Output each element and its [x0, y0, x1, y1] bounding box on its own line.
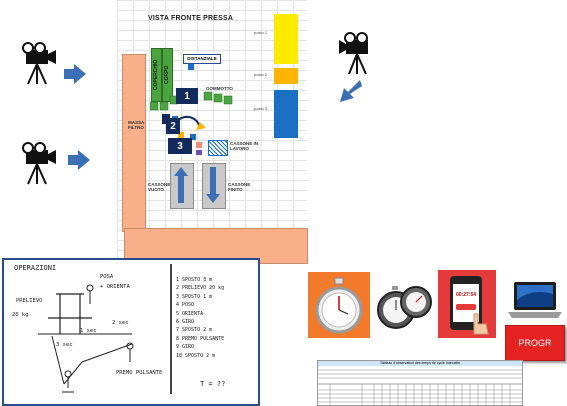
video-camera-icon — [22, 42, 56, 85]
cassone-in-lavoro-box — [208, 140, 228, 156]
timer-start-button[interactable] — [456, 304, 476, 310]
distanziale-block — [188, 64, 194, 70]
table-grid — [318, 369, 522, 405]
down-left-arrow-icon — [340, 80, 362, 102]
posa-note: POSA — [100, 274, 114, 280]
station-3-box: 3 — [168, 138, 192, 154]
stopwatch-icon — [308, 272, 370, 338]
cassone-finito-label: CASSONE FINITO — [228, 182, 251, 192]
analog-timers-icon — [377, 286, 432, 329]
tapping-hand-icon — [473, 313, 489, 335]
weight-note: 20 kg — [12, 312, 29, 318]
massa-filtro-label: MASSA FILTRO — [128, 120, 145, 130]
laptop-icon — [508, 282, 562, 318]
right-arrow-icon-2 — [68, 150, 90, 170]
total-time-note: T = ?? — [200, 380, 226, 388]
operation-item: 8 PREMO PULSANTE — [176, 335, 225, 342]
operation-item: 1 SPOSTO 3 m — [176, 277, 213, 283]
notes-divider — [170, 264, 172, 394]
cassone-in-lavoro-label: CASSONE IN LAVORO — [230, 141, 259, 151]
posto-3-label: posto 3 — [254, 106, 268, 111]
operation-item: 10 SPOSTO 2 m — [176, 352, 216, 359]
posto-1-label: posto 1 — [254, 30, 268, 35]
posto-2-bar — [274, 68, 298, 84]
premo-pulsante-note: PREMO PULSANTE — [116, 370, 163, 376]
notes-title: OPERAZIONI — [14, 264, 57, 272]
operation-item: 9 GIRO — [176, 344, 195, 351]
posto-1-bar — [274, 14, 298, 64]
progr-button[interactable]: PROGR — [505, 325, 565, 361]
timer-display: 00:27:54 — [455, 292, 476, 298]
station-1-box: 1 — [176, 88, 198, 104]
operation-item: 5 ORIENTA — [176, 310, 204, 317]
operation-item: 3 SPOSTO 1 m — [176, 293, 213, 300]
diagram-title: VISTA FRONTE PRESSA — [148, 15, 234, 22]
cycle-time-observation-table: Tableau d'observation des temps de cycle… — [317, 360, 523, 406]
operation-item: 4 POSO — [176, 302, 195, 309]
time-note-2: 2 sec — [112, 320, 129, 326]
time-note-3: 3 sec — [56, 342, 73, 348]
part-marker — [196, 142, 202, 148]
time-note-1: 1 sec — [80, 328, 97, 334]
operations-sketch — [38, 284, 134, 393]
part-marker-2 — [196, 150, 202, 155]
table-title: Tableau d'observation des temps de cycle… — [318, 361, 522, 366]
operation-item: 7 SPOSTO 2 m — [176, 327, 213, 334]
video-camera-icon-3 — [339, 32, 368, 75]
down-arrow-icon — [206, 167, 220, 203]
up-arrow-icon — [174, 167, 188, 203]
operations-list: 1 SPOSTO 3 m 2 PRELIEVO 20 kg 3 SPOSTO 1… — [176, 276, 224, 360]
orienta-note: + ORIENTA — [100, 284, 130, 290]
operations-notes-panel: OPERAZIONI PRELIEVO 20 kg 1 sec 2 sec 3 … — [2, 258, 260, 406]
posto-2-label: posto 2 — [254, 72, 268, 77]
gommotto-label: GOMMOTTO — [206, 86, 233, 91]
station-2-box: 2 — [166, 118, 180, 134]
operation-item: 6 GIRO — [176, 319, 195, 326]
distanziale-label: DISTANZIALE — [183, 54, 221, 64]
prelievo-note: PRELIEVO — [16, 298, 43, 304]
video-camera-icon-2 — [22, 142, 56, 185]
cassone-vuoto-label: CASSONE VUOTO — [148, 182, 171, 192]
posto-3-bar — [274, 90, 298, 138]
right-arrow-icon — [64, 64, 86, 84]
operation-item: 2 PRELIEVO 20 kg — [176, 285, 225, 292]
press-column — [122, 54, 146, 232]
